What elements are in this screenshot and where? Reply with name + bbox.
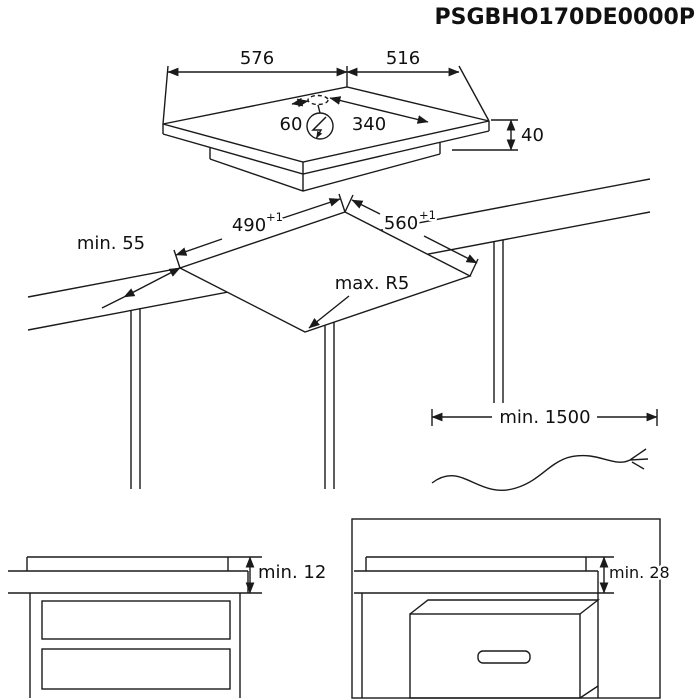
cutout-width-line-a: [351, 199, 381, 215]
hob-width-dimension-label: 576: [240, 48, 274, 69]
corner-radius-leader: [308, 295, 350, 329]
cable-offset-left-line: [291, 97, 309, 108]
power-cable-diagram: min. 1500: [431, 405, 658, 491]
cable-offset-right-label: 340: [352, 114, 386, 135]
hob-slab-edges: [162, 121, 490, 175]
oven-handle-icon: [477, 650, 531, 664]
table-leg-right: [493, 240, 504, 403]
drawer-clearance-label: min. 12: [258, 562, 326, 583]
drawer-clearance-ticks: [228, 556, 262, 594]
worktop-band: [354, 570, 599, 594]
product-code-label: PSGBHO170DE0000P: [435, 5, 695, 30]
cutout-width-line-b: [423, 235, 478, 264]
oven-body: [409, 599, 601, 699]
power-cable-curve: [431, 454, 631, 491]
cutout-depth-extensions: [173, 193, 346, 269]
hob-isometric-diagram: 576 516 60 340 40: [162, 46, 546, 192]
cutout-depth-tolerance-label: +1: [266, 210, 283, 224]
corner-radius-label: max. R5: [335, 273, 410, 294]
hob-height-dimension-label: 40: [521, 125, 544, 146]
cable-entry-icon: [307, 94, 329, 106]
edge-clearance-extension: [101, 296, 125, 309]
extension-line: [162, 65, 490, 125]
worktop-band: [8, 570, 249, 594]
cutout-depth-line-b: [279, 198, 341, 220]
hob-profile: [365, 556, 587, 571]
edge-clearance-line: [123, 267, 181, 298]
cutout-width-dimension-label: 560: [384, 213, 418, 234]
worktop-cutout-diagram: 490 +1 560 +1 max. R5 min. 55: [27, 178, 651, 489]
power-connection-icon: [306, 112, 334, 140]
oven-clearance-label: min. 28: [609, 563, 670, 582]
panel-border: [351, 518, 661, 699]
drawer-clearance-diagram: min. 12: [8, 556, 329, 698]
drawer-front-bottom: [41, 648, 231, 690]
cable-entry-leader: [317, 104, 321, 114]
cable-length-label: min. 1500: [499, 407, 590, 428]
cable-offset-right-line: [329, 96, 429, 124]
cutout-depth-dimension-label: 490: [232, 215, 266, 236]
table-leg-left: [130, 308, 141, 489]
cabinet-sides: [29, 593, 241, 698]
drawer-front-top: [41, 600, 231, 640]
cutout-opening: [178, 211, 472, 333]
cutout-width-tolerance-label: +1: [419, 208, 436, 222]
power-cable-wires: [629, 448, 649, 470]
hob-depth-dimension-label: 516: [386, 48, 420, 69]
hob-profile: [26, 556, 229, 571]
cutout-depth-line-a: [175, 238, 223, 256]
oven-clearance-diagram: min. 28: [351, 518, 672, 699]
hob-height-ticks: [452, 119, 518, 151]
cable-offset-left-label: 60: [280, 114, 303, 135]
hob-burner-box: [209, 142, 441, 192]
edge-clearance-label: min. 55: [77, 233, 145, 254]
